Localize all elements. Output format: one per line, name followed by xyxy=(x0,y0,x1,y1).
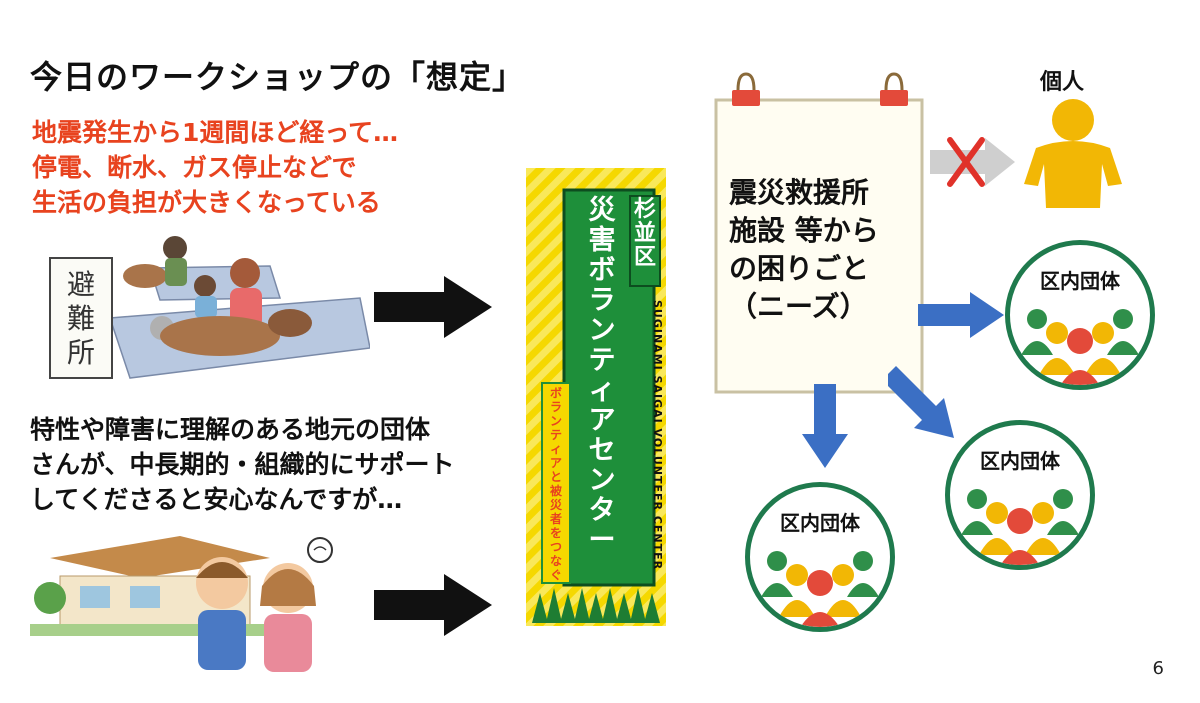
individual-label: 個人 xyxy=(1040,70,1085,95)
banner-main-char: ボ xyxy=(588,255,616,286)
group-people-icon xyxy=(961,489,1079,565)
group-people-icon xyxy=(1021,309,1139,385)
banner-ward-char: 並 xyxy=(633,221,656,246)
blocked-arrow xyxy=(930,137,1015,187)
banner-sub-char: つ xyxy=(549,540,562,554)
banner-main-char: ア xyxy=(588,405,616,436)
banner-main-char: ィ xyxy=(588,375,616,406)
banner-sub-char: な xyxy=(549,554,562,568)
right-arrow-icon xyxy=(918,292,1004,338)
shelter-sign-char: 避 xyxy=(67,268,95,301)
banner-main-char: ン xyxy=(588,315,616,346)
needs-note-paper xyxy=(714,72,924,394)
volunteer-center-banner xyxy=(526,168,666,626)
group-people-icon xyxy=(761,551,879,627)
group-circle: 区内団体 xyxy=(945,420,1095,570)
wish-line: 特性や障害に理解のある地元の団体 xyxy=(30,415,431,444)
note-line: 施設 等から xyxy=(729,214,879,247)
banner-sub-char: ぐ xyxy=(549,568,562,582)
shelter-illustration: 避 難 所 xyxy=(49,236,370,379)
cross-icon xyxy=(947,137,985,187)
banner-sub-char: 者 xyxy=(549,512,562,526)
shelter-sign-char: 難 xyxy=(67,302,95,335)
banner-sub-char: ィ xyxy=(549,442,562,456)
clip-icon xyxy=(880,72,908,106)
diagonal-arrow-icon xyxy=(888,366,954,438)
group-label: 区内団体 xyxy=(980,449,1060,473)
house-couple-illustration xyxy=(30,536,333,672)
banner-sub-char: ラ xyxy=(549,400,562,414)
needs-note-text: 震災救援所 施設 等から の困りごと （ニーズ） xyxy=(729,174,919,326)
scenario-line: 停電、断水、ガス停止などで xyxy=(32,153,357,182)
wish-text: 特性や障害に理解のある地元の団体 さんが、中長期的・組織的にサポート してくださ… xyxy=(30,412,455,517)
group-label: 区内団体 xyxy=(1040,269,1120,293)
banner-english-name: SUGINAMI SAIGAI VOLUNTEER CENTER xyxy=(651,300,664,571)
banner-sub-char: ン xyxy=(549,414,562,428)
banner-sub-char: 被 xyxy=(549,484,562,498)
banner-sub-char: 災 xyxy=(549,498,562,512)
group-label: 区内団体 xyxy=(780,511,860,535)
banner-main-title: 災 害 ボ ラ ン テ ィ ア セ ン タ ー xyxy=(574,196,630,556)
banner-main-char: ン xyxy=(588,465,616,496)
banner-subtitle: ボ ラ ン テ ィ ア と 被 災 者 を つ な ぐ xyxy=(543,386,569,582)
page-number: 6 xyxy=(1152,658,1164,679)
group-circle: 区内団体 xyxy=(1005,240,1155,390)
banner-main-char: タ xyxy=(588,495,616,526)
banner-sub-char: ボ xyxy=(549,386,562,400)
shelter-sign-char: 所 xyxy=(67,336,95,369)
banner-sub-char: を xyxy=(549,526,562,540)
scenario-line: 地震発生から1週間ほど経って… xyxy=(32,118,399,147)
clip-icon xyxy=(732,72,760,106)
down-arrow-icon xyxy=(802,384,848,468)
note-line: （ニーズ） xyxy=(729,290,868,323)
banner-sub-char: テ xyxy=(549,428,562,442)
person-icon xyxy=(1024,99,1122,208)
banner-main-char: 害 xyxy=(588,225,616,256)
banner-sub-char: と xyxy=(549,470,562,484)
banner-ward-char: 区 xyxy=(633,245,656,270)
wish-line: してくださると安心なんですが… xyxy=(30,485,403,514)
group-circle: 区内団体 xyxy=(745,482,895,632)
scenario-line: 生活の負担が大きくなっている xyxy=(32,188,381,217)
banner-main-char: セ xyxy=(588,435,616,466)
note-line: 震災救援所 xyxy=(729,176,870,209)
banner-main-char: 災 xyxy=(588,195,616,226)
banner-sub-char: ア xyxy=(549,456,562,470)
scenario-text: 地震発生から1週間ほど経って… 停電、断水、ガス停止などで 生活の負担が大きくな… xyxy=(32,115,398,220)
banner-ward-name: 杉 並 区 xyxy=(631,198,659,270)
banner-main-char: ラ xyxy=(588,285,616,316)
banner-main-char: ー xyxy=(588,525,616,556)
right-arrow-icon xyxy=(374,276,492,338)
page-title: 今日のワークショップの「想定」 xyxy=(30,58,526,96)
note-line: の困りごと xyxy=(729,252,870,285)
banner-ward-char: 杉 xyxy=(633,197,656,222)
banner-main-char: テ xyxy=(588,345,616,376)
wish-line: さんが、中長期的・組織的にサポート xyxy=(30,450,455,479)
right-arrow-icon xyxy=(374,574,492,636)
